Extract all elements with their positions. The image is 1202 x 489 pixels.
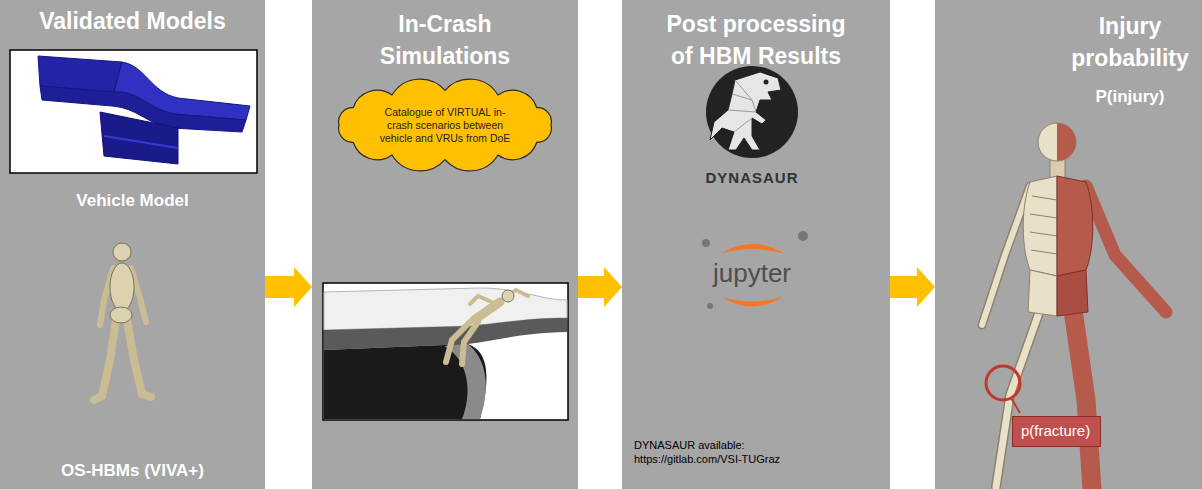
step-panel: In-Crash SimulationsCatalogue of VIRTUAL… [312, 0, 578, 489]
bumper-line [104, 136, 178, 148]
vehicle-windshield [38, 56, 122, 92]
torso-muscle [1057, 176, 1093, 276]
panel-title: Injury probability [1063, 10, 1197, 74]
hbm-arm [498, 290, 528, 302]
car-hood [324, 288, 567, 330]
scenario-cloud: Catalogue of VIRTUAL in-crash scenarios … [327, 78, 563, 172]
vehicle-front [40, 86, 246, 132]
neck [1050, 158, 1065, 178]
hbm-torso [110, 263, 134, 311]
hbm-leg [462, 322, 478, 364]
note-text: DYNASAUR available: https://gitlab.com/V… [634, 438, 824, 466]
logo-dot [798, 231, 808, 241]
hbm-torso [474, 302, 500, 320]
pelvis [1028, 270, 1057, 316]
hbm-head [113, 243, 131, 261]
head-muscle [1057, 123, 1076, 161]
cloud-outline [339, 79, 552, 171]
hbm-head [502, 290, 514, 302]
logo-dot [707, 303, 713, 309]
logo-wordmark: DYNASAUR [682, 168, 822, 188]
car-bumper [444, 344, 486, 419]
hbm-arm [100, 268, 113, 325]
panel-title: Post processing of HBM Results [656, 8, 856, 72]
hbm-leg [94, 320, 116, 400]
dinosaur-facets [728, 80, 756, 132]
logo-arc [720, 244, 785, 254]
hbm-arm [470, 296, 496, 304]
skeleton-leg [996, 310, 1040, 487]
logo-arc [722, 297, 783, 307]
model-label: Vehicle Model [8, 190, 257, 212]
step-panel: Injury probabilityP(injury) p(fracture) [935, 0, 1202, 489]
ribcage [1023, 176, 1057, 276]
car-front [324, 344, 486, 419]
leader-line [1011, 398, 1020, 413]
hbm-pelvis [110, 307, 132, 323]
hbm-leg [127, 320, 151, 397]
dinosaur-symbol [710, 72, 781, 150]
step-panel: Post processing of HBM ResultsDYNASAUR ju… [622, 0, 890, 489]
flow-arrow [578, 267, 622, 307]
step-panel: Validated ModelsVehicle ModelOS-HBMs (VI… [0, 0, 265, 489]
model-label: OS-HBMs (VIVA+) [8, 460, 257, 482]
flow-arrow [265, 267, 312, 307]
skull [1038, 123, 1076, 161]
car-edge [324, 318, 567, 350]
ribs [1030, 196, 1057, 254]
logo-circle [706, 66, 798, 158]
fracture-box: p(fracture) [1012, 416, 1101, 447]
abdomen-muscle [1057, 270, 1088, 316]
picture-frame [323, 283, 568, 420]
vehicle-bumper [100, 112, 178, 164]
hbm-arm [131, 268, 146, 322]
logo-wordmark: jupyter [682, 259, 822, 287]
skeleton-arm [982, 186, 1030, 325]
fracture-marker [986, 366, 1020, 400]
muscle-leg [1073, 310, 1092, 489]
vehicle-hood [114, 62, 250, 120]
picture-frame [10, 50, 257, 173]
muscle-arm [1086, 186, 1166, 312]
panel-title: In-Crash Simulations [345, 8, 545, 72]
flow-arrow [890, 267, 935, 307]
logo-dot [702, 239, 710, 247]
hbm-leg [446, 322, 470, 362]
skeleton-leg [996, 310, 1040, 487]
probability-label: P(injury) [1063, 86, 1197, 108]
panel-title: Validated Models [8, 6, 257, 36]
dinosaur-eye [764, 80, 769, 85]
badge-text: p(fracture) [1021, 421, 1090, 441]
skeleton-arm [982, 186, 1030, 325]
cloud-text: Catalogue of VIRTUAL in-crash scenarios … [375, 106, 515, 145]
